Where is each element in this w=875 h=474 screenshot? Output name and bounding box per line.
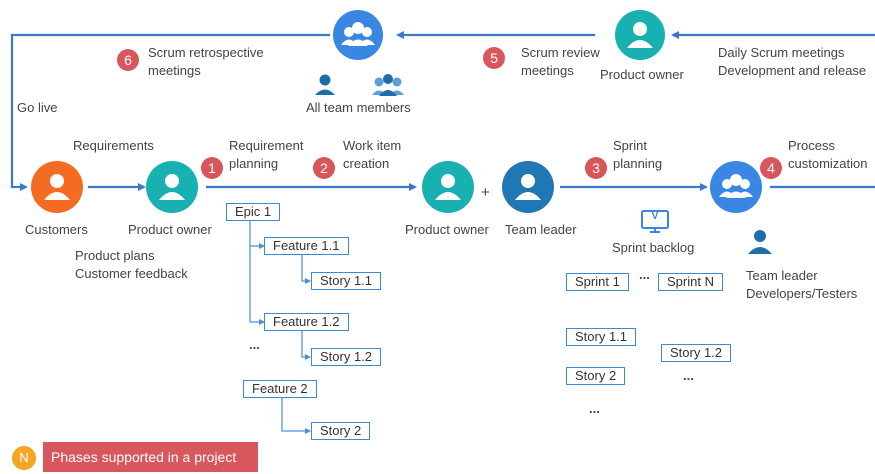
phase-number-3: 3 (592, 160, 600, 176)
story-2-box: Story 2 (311, 422, 371, 440)
phase-label-5: Scrum review meetings (521, 45, 600, 78)
sprint-n-box: Sprint N (658, 273, 723, 291)
plus-sign: + (481, 184, 490, 201)
team-leader-dev-icon (748, 230, 772, 254)
sprint-story-1-1-box: Story 1.1 (566, 328, 637, 346)
feature-2-box: Feature 2 (243, 380, 317, 398)
connector-feature-2-story (281, 397, 311, 434)
feature-1-2-box: Feature 1.2 (264, 313, 349, 331)
phase-number-5: 5 (490, 50, 498, 66)
customers-icon (31, 161, 83, 213)
sprint-story-2-box: Story 2 (566, 367, 626, 385)
all-team-members-group-icon (372, 74, 404, 96)
all-team-members-label: All team members (306, 100, 411, 115)
product-owner-label: Product owner (128, 222, 212, 237)
story-1-2-box: Story 1.2 (311, 348, 382, 366)
connector-epic-feature-1-2 (249, 246, 265, 325)
phase-label-2: Work item creation (343, 138, 402, 171)
phase-badge-2: 2 (313, 157, 335, 179)
phase-badge-6: 6 (117, 49, 139, 71)
phase-number-4: 4 (767, 160, 775, 176)
all-team-members-icon (315, 74, 335, 95)
phase-badge-3: 3 (585, 157, 607, 179)
sprint-backlog-label: Sprint backlog (612, 240, 695, 255)
legend-badge: N (12, 446, 36, 470)
epic-box: Epic 1 (226, 203, 281, 221)
phase-badge-4: 4 (760, 157, 782, 179)
tree-connectors (249, 219, 311, 434)
phase-number-1: 1 (208, 160, 216, 176)
go-live-label: Go live (17, 100, 58, 115)
phase-badge-1: 1 (201, 157, 223, 179)
team-group-sprint-icon (710, 161, 762, 213)
flow-arrow-go-live (10, 33, 330, 191)
feature-1-1-box: Feature 1.1 (264, 237, 349, 255)
sprint-backlog-icon-letter: V (652, 211, 659, 222)
daily-scrum-label: Daily Scrum meetings Development and rel… (718, 45, 867, 78)
tree-ellipsis: ... (249, 337, 260, 352)
story-1-1-box: Story 1.1 (311, 272, 382, 290)
legend-label: Phases supported in a project (43, 442, 258, 472)
product-owner-icon (146, 161, 198, 213)
sprint-ellipsis-bottom: ... (589, 401, 600, 416)
phase-badge-5: 5 (483, 47, 505, 69)
sprint-ellipsis: ... (639, 267, 650, 282)
phase-label-3: Sprint planning (613, 138, 663, 171)
connector-feature-1-2-story (301, 330, 311, 360)
flow-lines (10, 31, 875, 191)
sprint-1-box: Sprint 1 (566, 273, 629, 291)
phase-number-2: 2 (320, 160, 328, 176)
product-owner-sprint-icon (422, 161, 474, 213)
team-leader-label: Team leader (505, 222, 577, 237)
phase-label-4: Process customization (788, 138, 868, 171)
product-plans-label: Product plans Customer feedback (75, 248, 188, 281)
sprint-backlog-monitor-icon (641, 210, 669, 233)
requirements-label: Requirements (73, 138, 154, 153)
product-owner-sprint-label: Product owner (405, 222, 489, 237)
connector-feature-1-1-story (301, 254, 311, 284)
phase-number-6: 6 (124, 52, 132, 68)
product-owner-top-label: Product owner (600, 67, 684, 82)
team-roles-label: Team leader Developers/Testers (746, 268, 858, 301)
product-owner-top-icon (615, 10, 665, 60)
team-group-icon (333, 10, 383, 60)
sprint-ellipsis-right: ... (683, 368, 694, 383)
sprint-story-1-2-box: Story 1.2 (661, 344, 732, 362)
phase-label-1: Requirement planning (229, 138, 304, 171)
team-leader-icon (502, 161, 554, 213)
connector-epic-feature-1-1 (249, 219, 265, 249)
customers-label: Customers (25, 222, 88, 237)
phase-label-6: Scrum retrospective meetings (148, 45, 264, 78)
